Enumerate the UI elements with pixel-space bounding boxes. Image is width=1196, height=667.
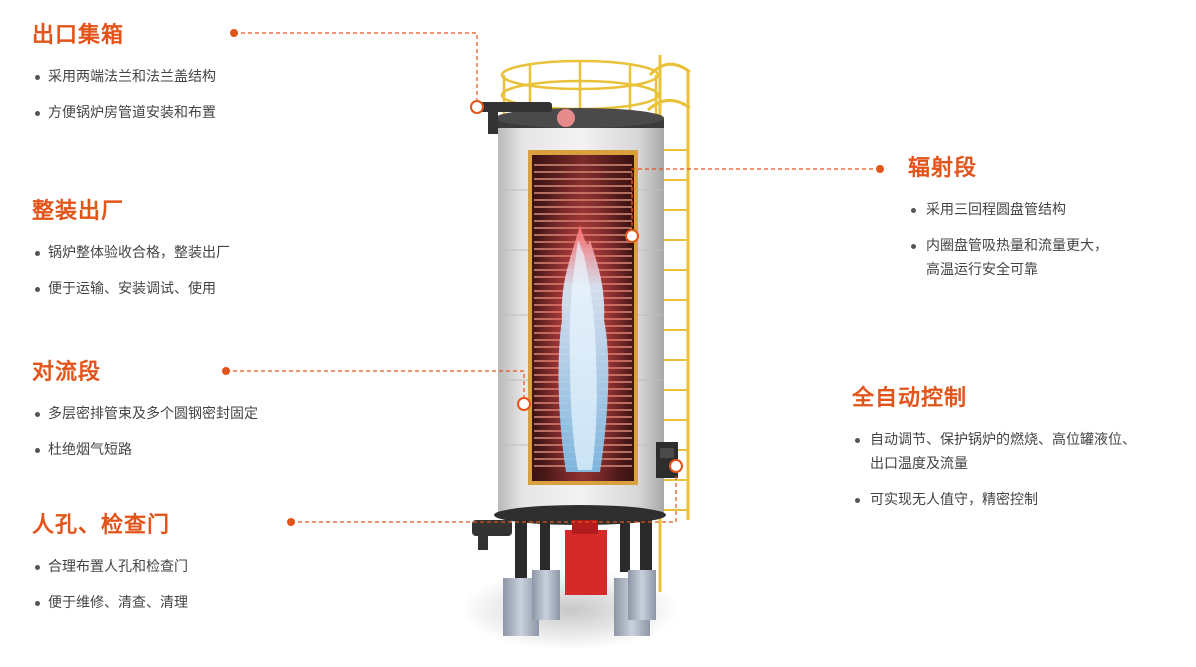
feature-title: 整装出厂 [32, 199, 125, 224]
feature-point: 方便锅炉房管道安装和布置 [32, 102, 216, 124]
base-blocks [503, 570, 656, 636]
feature-title: 辐射段 [908, 156, 978, 181]
feature-point: 可实现无人值守，精密控制 [852, 489, 1136, 511]
feature-point: 便于维修、清查、清理 [32, 592, 188, 614]
feature-radiation-section: 辐射段 采用三回程圆盘管结构 内圈盘管吸热量和流量更大， 高温运行安全可靠 [908, 158, 1108, 281]
support-legs [515, 520, 652, 580]
feature-title: 人孔、检查门 [32, 513, 171, 538]
feature-point: 杜绝烟气短路 [32, 439, 258, 461]
feature-factory-assembled: 整装出厂 锅炉整体验收合格，整装出厂 便于运输、安装调试、使用 [32, 201, 230, 300]
feature-point: 内圈盘管吸热量和流量更大， [908, 235, 1108, 257]
control-box [656, 442, 678, 478]
feature-point: 自动调节、保护锅炉的燃烧、高位罐液位、 [852, 429, 1136, 451]
feature-point: 合理布置人孔和检查门 [32, 556, 188, 578]
feature-manhole-door: 人孔、检查门 合理布置人孔和检查门 便于维修、清查、清理 [32, 515, 188, 614]
feature-point: 锅炉整体验收合格，整装出厂 [32, 242, 230, 264]
feature-title: 对流段 [32, 360, 102, 385]
feature-outlet-header: 出口集箱 采用两端法兰和法兰盖结构 方便锅炉房管道安装和布置 [32, 25, 216, 124]
feature-point: 采用三回程圆盘管结构 [908, 199, 1108, 221]
feature-point: 采用两端法兰和法兰盖结构 [32, 66, 216, 88]
feature-point-continued: 高温运行安全可靠 [926, 262, 1038, 278]
feature-point: 便于运输、安装调试、使用 [32, 278, 230, 300]
feature-title: 出口集箱 [32, 23, 125, 48]
feature-convection-section: 对流段 多层密排管束及多个圆钢密封固定 杜绝烟气短路 [32, 362, 258, 461]
feature-point-continued: 出口温度及流量 [870, 456, 968, 472]
feature-point: 多层密排管束及多个圆钢密封固定 [32, 403, 258, 425]
outlet-header-pipe [472, 102, 575, 134]
feature-auto-control: 全自动控制 自动调节、保护锅炉的燃烧、高位罐液位、 出口温度及流量 可实现无人值… [852, 388, 1136, 511]
feature-title: 全自动控制 [852, 386, 968, 411]
burner [565, 530, 607, 595]
